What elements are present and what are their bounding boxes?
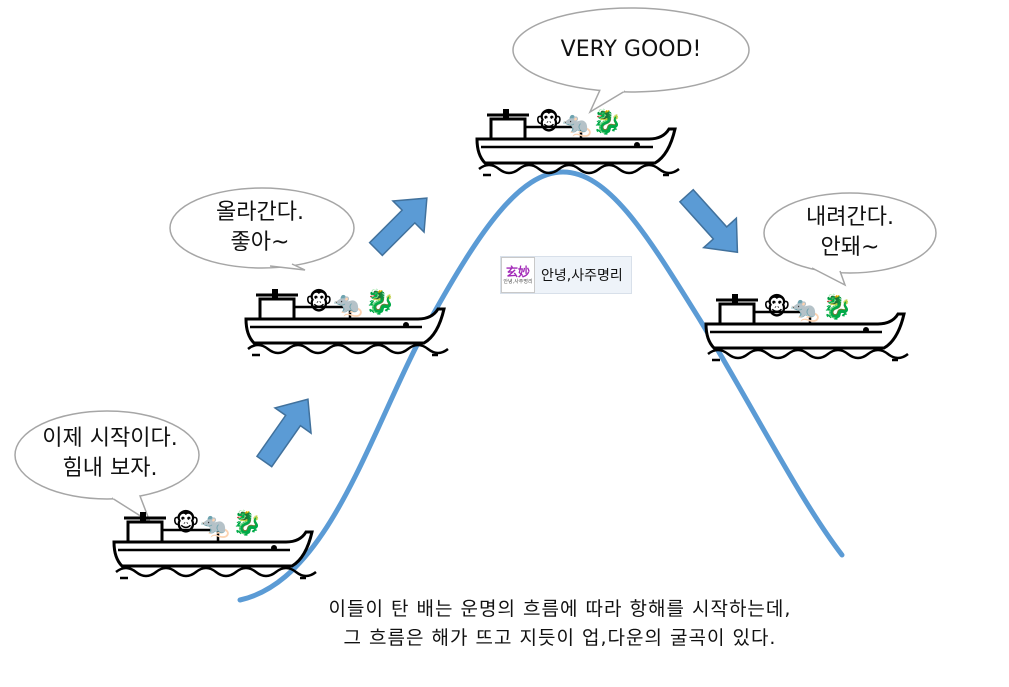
caption-line2: 그 흐름은 해가 뜨고 지듯이 업,다운의 굴곡이 있다.: [343, 627, 777, 649]
bubble-falling-text: 내려간다. 안돼~: [770, 203, 930, 263]
monkey-icon: 🐵: [763, 293, 791, 321]
caption-line1: 이들이 탄 배는 운명의 흐름에 따라 항해를 시작하는데,: [328, 598, 792, 620]
bubble-start-line2: 힘내 보자.: [62, 456, 158, 481]
watermark: 玄妙 안녕,사주명리 안녕,사주명리: [500, 256, 632, 294]
bubble-falling: [763, 192, 937, 287]
bubble-peak-text: VERY GOOD!: [520, 35, 742, 65]
dragon-icon: 🐉: [365, 288, 395, 316]
bubble-falling-line1: 내려간다.: [806, 205, 894, 230]
watermark-logo-subtext: 안녕,사주명리: [503, 278, 533, 285]
dragon-icon: 🐉: [592, 108, 622, 136]
bubble-rising-line1: 올라간다.: [216, 200, 304, 225]
bubble-rising-text: 올라간다. 좋아~: [180, 198, 340, 258]
watermark-logo-text: 玄妙: [505, 264, 530, 279]
rat-icon: 🐀: [562, 110, 592, 138]
up-arrow-upper: [368, 197, 428, 257]
bubble-rising-line2: 좋아~: [230, 230, 290, 255]
dragon-icon: 🐉: [232, 509, 262, 537]
bubble-start-text: 이제 시작이다. 힘내 보자.: [20, 424, 200, 484]
rat-icon: 🐀: [333, 290, 363, 318]
bubble-rising: [169, 187, 355, 271]
monkey-icon: 🐵: [172, 509, 200, 537]
up-arrow-lower: [255, 398, 312, 468]
dragon-icon: 🐉: [822, 293, 852, 321]
bubble-falling-line2: 안돼~: [820, 235, 880, 260]
bubble-peak: [512, 7, 750, 114]
rat-icon: 🐀: [790, 295, 820, 323]
monkey-icon: 🐵: [535, 108, 563, 136]
rat-icon: 🐀: [200, 511, 230, 539]
watermark-label: 안녕,사주명리: [541, 268, 623, 284]
watermark-logo: 玄妙 안녕,사주명리: [501, 257, 535, 293]
fortune-wave-curve: [237, 169, 845, 603]
down-arrow: [678, 188, 739, 254]
bubble-start-line1: 이제 시작이다.: [42, 426, 178, 451]
bubble-peak-line1: VERY GOOD!: [560, 37, 702, 62]
caption: 이들이 탄 배는 운명의 흐름에 따라 항해를 시작하는데, 그 흐름은 해가 …: [200, 595, 920, 653]
monkey-icon: 🐵: [305, 288, 333, 316]
